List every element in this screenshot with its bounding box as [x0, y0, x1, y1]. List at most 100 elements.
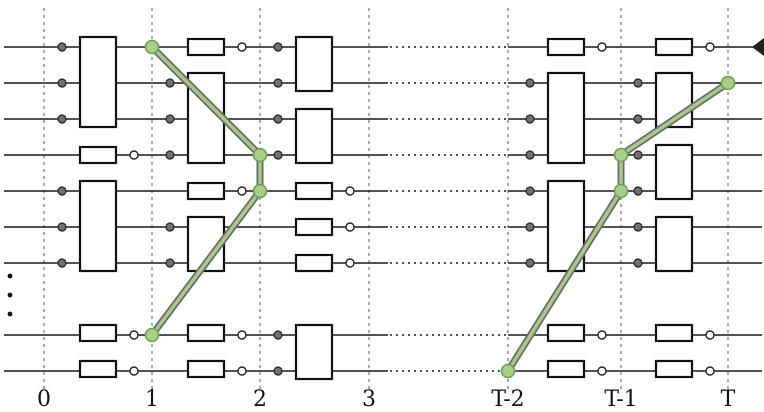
path-node [720, 75, 736, 91]
open-dot [705, 42, 715, 52]
gate-medium [294, 35, 334, 93]
open-dot [237, 186, 247, 196]
open-dot [237, 366, 247, 376]
gate-medium [654, 143, 694, 201]
control-dot [273, 114, 283, 124]
gate-small [78, 359, 118, 379]
open-dot [237, 42, 247, 52]
open-dot [597, 42, 607, 52]
control-dot [525, 150, 535, 160]
qubit-wires [4, 46, 762, 372]
control-dot [57, 42, 67, 52]
control-dot [57, 114, 67, 124]
gate-small [294, 181, 334, 201]
gate-layer-left [78, 35, 334, 381]
control-dot [165, 222, 175, 232]
time-label: 2 [253, 387, 267, 412]
gate-small [186, 359, 226, 379]
control-dot [165, 78, 175, 88]
control-dot [633, 150, 643, 160]
open-dot [705, 330, 715, 340]
gate-medium [294, 323, 334, 381]
gate-small [186, 37, 226, 57]
gate-small [78, 323, 118, 343]
control-dot [165, 150, 175, 160]
gate-small [654, 37, 694, 57]
gate-tall [78, 35, 118, 129]
ellipsis-dot [7, 273, 13, 279]
gate-small [294, 217, 334, 237]
open-dot [345, 258, 355, 268]
path-left [150, 45, 262, 337]
gate-small [546, 359, 586, 379]
gate-medium [294, 107, 334, 165]
control-dot [273, 150, 283, 160]
control-dot [165, 114, 175, 124]
open-dot [345, 186, 355, 196]
path-node [613, 147, 629, 163]
vertical-ellipsis [7, 273, 13, 317]
open-dot [345, 222, 355, 232]
control-dot [633, 258, 643, 268]
control-dot [525, 186, 535, 196]
gate-small [654, 359, 694, 379]
gate-small [546, 323, 586, 343]
output-marker [752, 38, 764, 56]
path-node [252, 147, 268, 163]
path-node [500, 363, 516, 379]
control-dot [633, 78, 643, 88]
time-step-labels: 0 1 2 3 T-2 T-1 T [37, 387, 736, 412]
highlighted-paths [144, 39, 736, 379]
ellipsis-dot [7, 311, 13, 317]
path-node [144, 39, 160, 55]
control-dot [525, 78, 535, 88]
gate-small [186, 181, 226, 201]
open-dot [237, 330, 247, 340]
control-dot [57, 222, 67, 232]
control-dot [525, 222, 535, 232]
open-dot [597, 330, 607, 340]
control-dot [633, 186, 643, 196]
ellipsis-dot [7, 292, 13, 298]
time-label: T-1 [604, 387, 637, 412]
control-dot [57, 78, 67, 88]
gate-tall [78, 179, 118, 273]
control-dot [525, 114, 535, 124]
time-label: 3 [362, 387, 376, 412]
time-label: 1 [145, 387, 159, 412]
gate-layer-right [546, 37, 694, 379]
gate-tall [186, 71, 226, 165]
control-dot [273, 366, 283, 376]
gate-small [78, 145, 118, 165]
open-dot [129, 150, 139, 160]
open-dot [705, 366, 715, 376]
control-dot [57, 258, 67, 268]
control-dot [633, 114, 643, 124]
control-dot [273, 330, 283, 340]
gate-small [546, 37, 586, 57]
gate-medium [654, 215, 694, 273]
control-dots [57, 42, 643, 376]
gate-small [186, 323, 226, 343]
gate-small [654, 323, 694, 343]
control-dot [273, 78, 283, 88]
path-node [144, 327, 160, 343]
gate-tall [546, 71, 586, 165]
path-node [252, 183, 268, 199]
time-label: T [721, 387, 736, 412]
control-dot [57, 186, 67, 196]
open-dots [129, 42, 715, 376]
control-dot [165, 258, 175, 268]
open-dot [129, 366, 139, 376]
path-right [506, 81, 730, 373]
open-dot [129, 330, 139, 340]
time-step-lines [43, 8, 729, 392]
open-dot [597, 366, 607, 376]
time-label: T-2 [491, 387, 524, 412]
control-dot [633, 222, 643, 232]
time-label: 0 [37, 387, 51, 412]
path-node [613, 183, 629, 199]
control-dot [273, 42, 283, 52]
gate-small [294, 253, 334, 273]
